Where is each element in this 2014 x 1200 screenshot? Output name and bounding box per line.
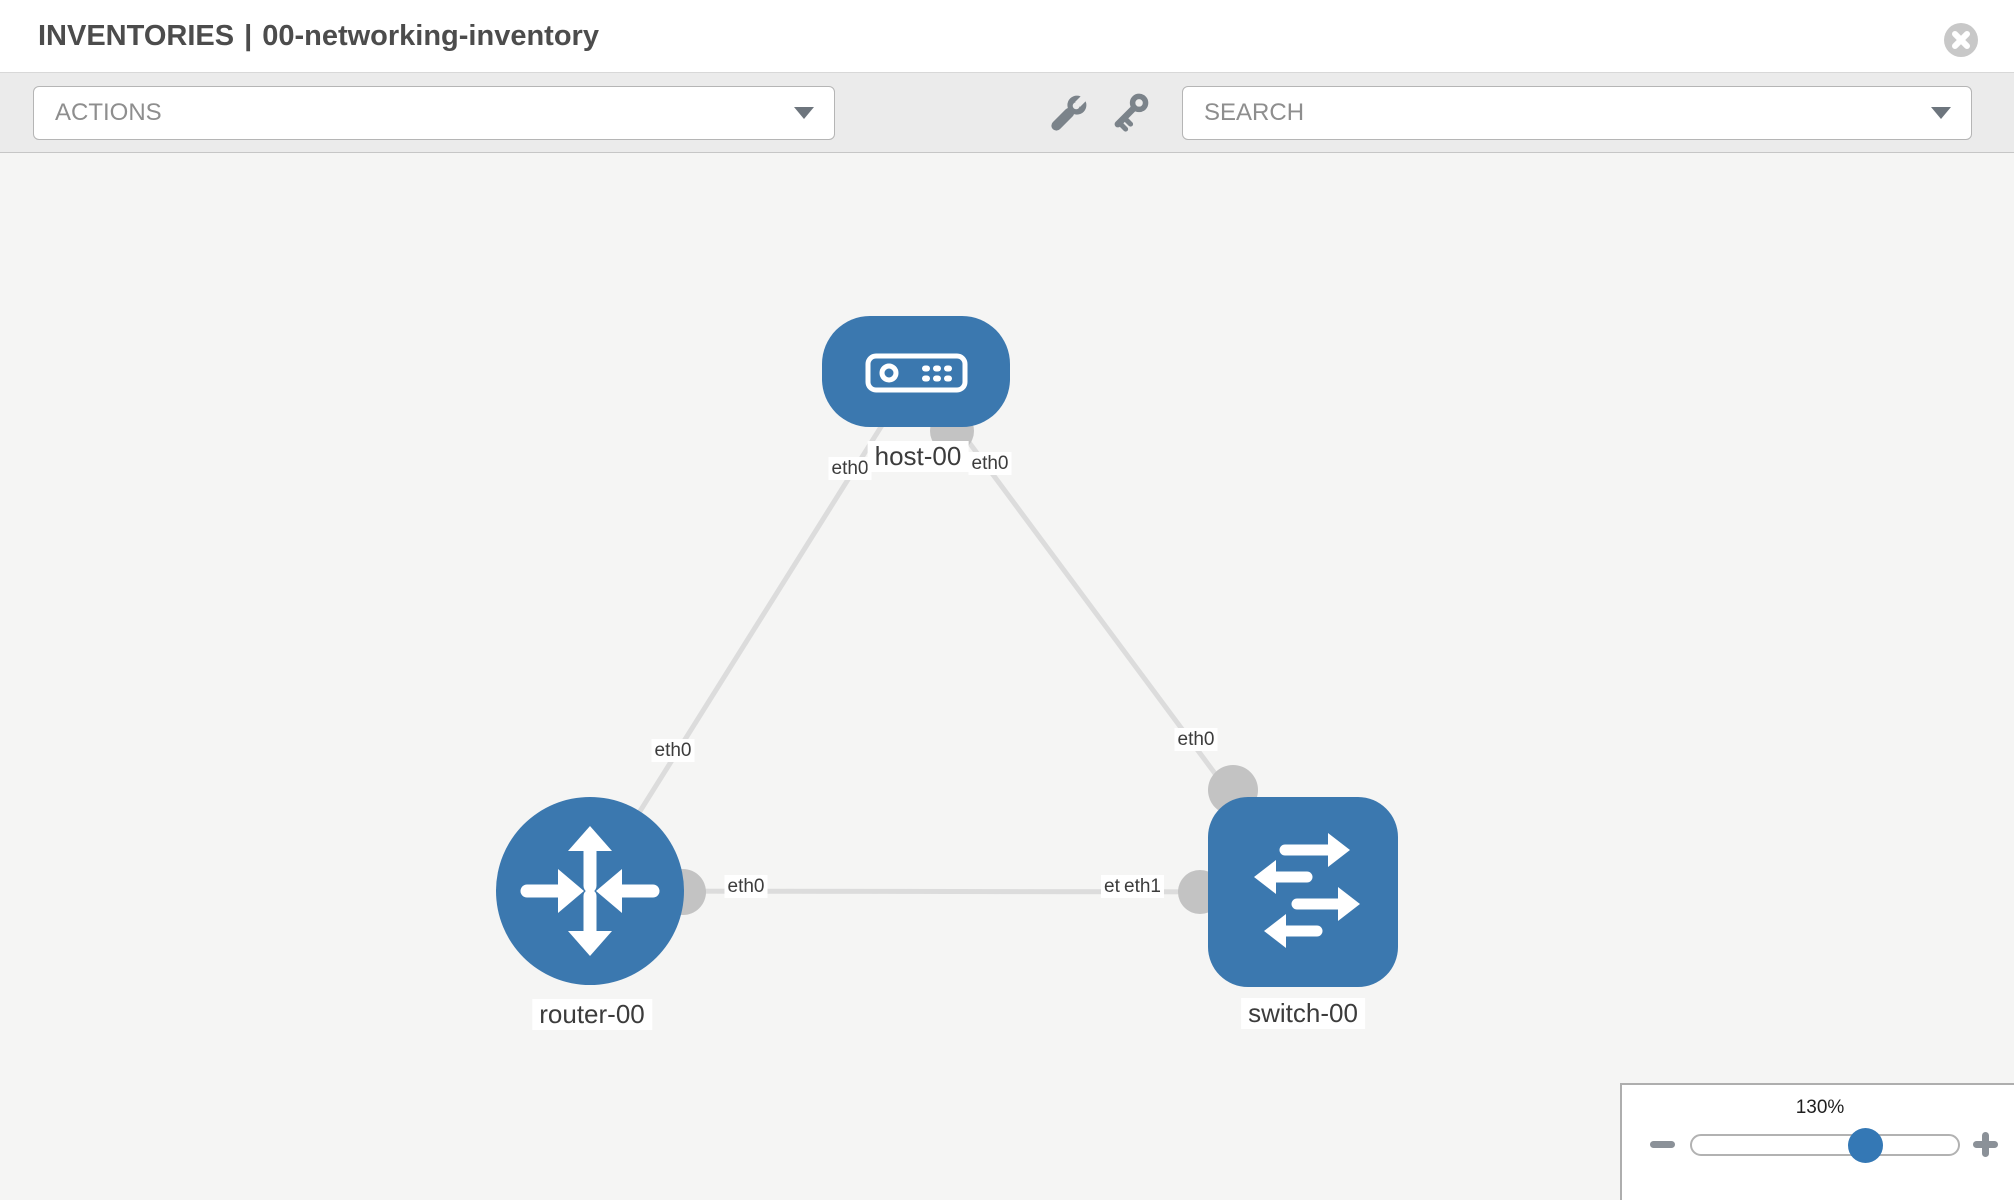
search-dropdown[interactable]: SEARCH <box>1182 86 1972 140</box>
zoom-level: 130% <box>1795 1097 1845 1118</box>
key-tool-button[interactable] <box>1107 86 1161 140</box>
minus-icon <box>1650 1141 1675 1148</box>
node-router[interactable] <box>496 797 684 985</box>
zoom-control-panel: 130% <box>1620 1083 2014 1200</box>
close-icon <box>1944 23 1978 57</box>
interface-label: eth0 <box>828 457 872 480</box>
interface-label: eth0 <box>724 875 768 898</box>
wrench-tool-button[interactable] <box>1040 86 1094 140</box>
page-header: INVENTORIES | 00-networking-inventory <box>0 0 2014 72</box>
breadcrumb-section: INVENTORIES <box>38 20 235 52</box>
interface-label: eth0 <box>1174 728 1218 751</box>
node-host[interactable] <box>822 316 1010 427</box>
interface-label: eth0 <box>968 452 1012 475</box>
zoom-in-button[interactable] <box>1960 1123 2008 1167</box>
breadcrumb-separator: | <box>244 20 253 52</box>
node-label-switch: switch-00 <box>1241 998 1365 1029</box>
zoom-slider-handle[interactable] <box>1848 1128 1883 1163</box>
plus-icon <box>1982 1132 1989 1157</box>
inventory-name: 00-networking-inventory <box>262 20 599 52</box>
chevron-down-icon <box>1931 107 1951 119</box>
host-icon <box>865 353 968 393</box>
actions-dropdown[interactable]: ACTIONS <box>33 86 835 140</box>
close-button[interactable] <box>1944 23 1978 57</box>
breadcrumb: INVENTORIES | 00-networking-inventory <box>38 20 599 53</box>
toolbar: ACTIONS SEARCH <box>0 72 2014 153</box>
wrench-icon <box>1051 93 1089 131</box>
actions-dropdown-label: ACTIONS <box>55 99 162 126</box>
node-label-host: host-00 <box>867 441 969 472</box>
chevron-down-icon <box>794 107 814 119</box>
topology-canvas[interactable] <box>0 153 2014 1200</box>
router-icon <box>520 826 660 956</box>
interface-label: eth0 <box>651 739 695 762</box>
node-label-router: router-00 <box>532 999 652 1030</box>
zoom-slider-track[interactable] <box>1690 1134 1960 1156</box>
zoom-out-button[interactable] <box>1638 1123 1686 1167</box>
key-icon <box>1114 93 1149 132</box>
switch-icon <box>1254 833 1360 948</box>
node-switch[interactable] <box>1208 797 1398 987</box>
interface-circles <box>660 409 1258 915</box>
interface-label: eth1 <box>1121 875 1164 898</box>
search-dropdown-label: SEARCH <box>1204 99 1305 126</box>
